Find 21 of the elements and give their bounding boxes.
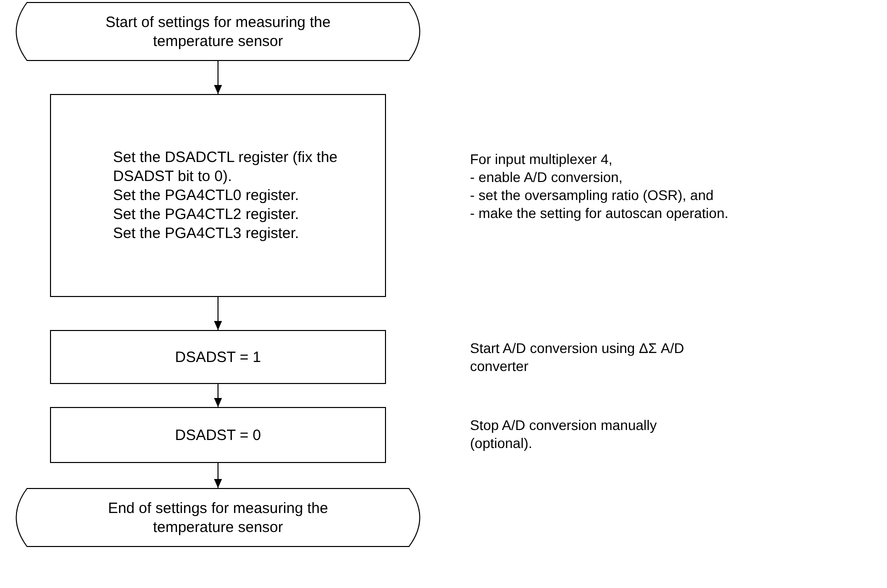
box-text: Set the DSADCTL register (fix the DSADST bit to 0). [113,148,339,186]
box-text: Set the PGA4CTL2 register. [113,205,299,224]
arrow [214,60,222,94]
note-text: Start A/D conversion using ΔΣ A/D converter [470,339,686,375]
process-box [50,330,386,384]
arrow [214,384,222,408]
note-text: For input multiplexer 4, [470,150,614,168]
note-text: Stop A/D conversion manually (optional). [470,416,658,452]
box-text: DSADST = 1 [174,348,261,366]
note-text: - enable A/D conversion, [470,168,624,186]
box-text: End of settings for measuring the temperature sensor [106,498,330,536]
note-text: - make the setting for autoscan operation. [470,204,730,222]
box-text: Set the PGA4CTL3 register. [113,224,299,243]
process-box [50,94,386,297]
box-text: Start of settings for measuring the temperature sensor [104,12,332,50]
arrow [214,462,222,488]
process-box [50,407,386,463]
box-text: Set the PGA4CTL0 register. [113,186,299,205]
arrow [214,296,222,330]
box-text: DSADST = 0 [174,426,261,444]
note-text: - set the oversampling ratio (OSR), and [470,186,715,204]
